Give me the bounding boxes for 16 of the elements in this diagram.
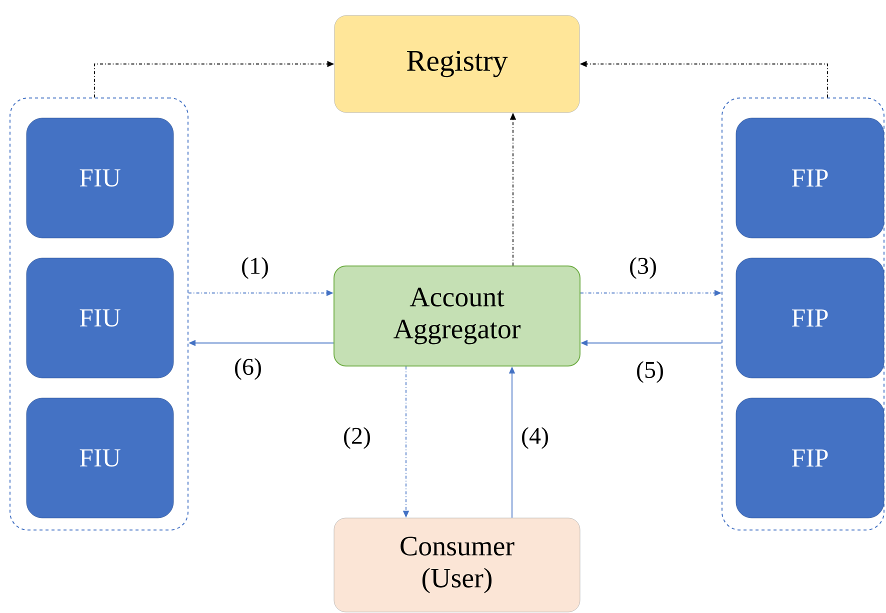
edge-label: (2) <box>342 426 372 450</box>
registry-box: Registry <box>334 15 580 113</box>
aggregator-box: Account Aggregator <box>334 266 580 366</box>
edge-label: (4) <box>520 426 550 450</box>
edge-label: (6) <box>233 357 263 381</box>
entity-box: FIP <box>736 258 884 378</box>
entity-box: FIP <box>736 118 884 238</box>
entity-box: FIU <box>26 398 174 518</box>
entity-box: FIU <box>26 258 174 378</box>
consumer-box: Consumer (User) <box>334 518 580 612</box>
group-frame <box>10 98 188 530</box>
edge-label: (1) <box>240 256 270 280</box>
entity-box: FIU <box>26 118 174 238</box>
edge-label: (3) <box>628 256 658 280</box>
entity-box: FIP <box>736 398 884 518</box>
edge-label: (5) <box>635 360 665 384</box>
